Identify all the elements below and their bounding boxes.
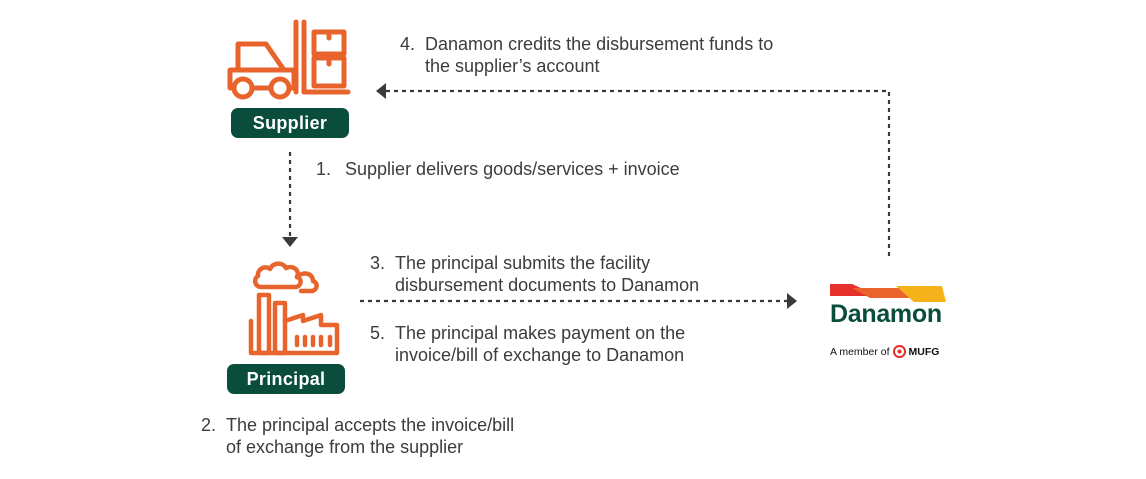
arrowhead-down (282, 237, 298, 247)
step-line: of exchange from the supplier (226, 437, 464, 457)
principal-label: Principal (246, 368, 326, 389)
step-number: 5. (370, 323, 386, 343)
step-line: The principal accepts the invoice/bill (226, 415, 515, 435)
step-line: The principal makes payment on the (395, 323, 686, 343)
tagline-prefix: A member of (830, 345, 890, 358)
arrowhead-left (376, 83, 386, 99)
forklift-icon (227, 19, 351, 100)
bank-tagline: A member of MUFG (830, 345, 939, 358)
danamon-logo-mark (830, 284, 946, 302)
step-line: invoice/bill of exchange to Danamon (395, 345, 685, 365)
supplier-label: Supplier (252, 112, 328, 133)
arrowhead-right (787, 293, 797, 309)
step-number: 4. (400, 34, 416, 54)
step-4: 4. Danamon credits the disbursement fund… (400, 33, 773, 77)
mufg-icon (892, 345, 906, 358)
step-number: 1. (316, 159, 332, 179)
step-2: 2. The principal accepts the invoice/bil… (201, 414, 514, 458)
step-1: 1. Supplier delivers goods/services + in… (316, 158, 680, 180)
supplier-badge: Supplier (231, 108, 349, 138)
step-number: 2. (201, 415, 217, 435)
step-line: The principal submits the facility (395, 253, 651, 273)
step-3: 3. The principal submits the facility di… (370, 252, 699, 296)
step-line: the supplier’s account (425, 56, 600, 76)
step-line: Danamon credits the disbursement funds t… (425, 34, 774, 54)
principal-badge: Principal (227, 364, 345, 394)
step-line: Supplier delivers goods/services + invoi… (345, 159, 680, 179)
step-line: disbursement documents to Danamon (395, 275, 700, 295)
tagline-brand: MUFG (908, 345, 940, 358)
bank-name: Danamon (830, 300, 942, 328)
step-5: 5. The principal makes payment on the in… (370, 322, 685, 366)
step-number: 3. (370, 253, 386, 273)
factory-icon (248, 261, 340, 356)
